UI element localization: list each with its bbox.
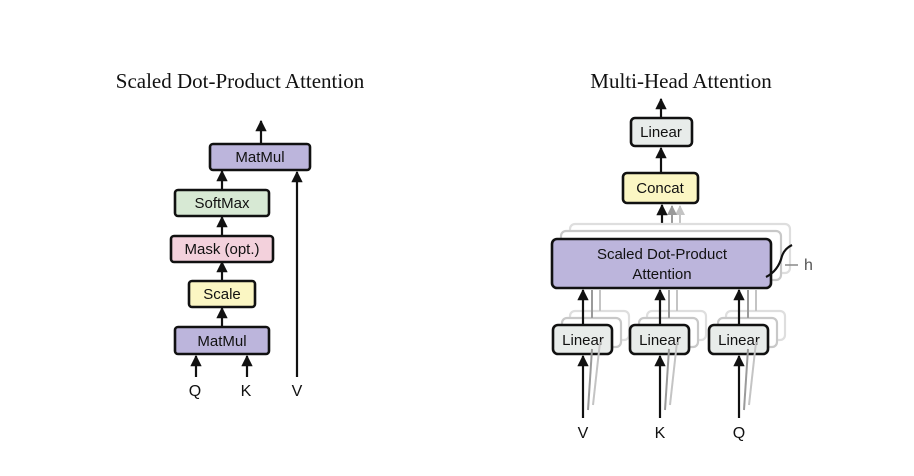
mask-box	[169, 234, 275, 264]
mha-input-v-label: V	[578, 425, 589, 442]
softmax-label: SoftMax	[194, 195, 250, 212]
linear-group-q: Linear	[707, 288, 787, 418]
softmax-box	[173, 188, 271, 218]
linear-k-box	[628, 323, 691, 356]
sdpa-panel: Scaled Dot-Product Attention MatMul Soft…	[116, 69, 365, 400]
linear-top-box	[629, 116, 694, 148]
concat-label: Concat	[636, 180, 684, 197]
heads-label: h	[804, 257, 813, 274]
input-v-label: V	[292, 383, 303, 400]
mha-panel: Multi-Head Attention Linear Concat Scale…	[550, 69, 813, 442]
v-ghost-input-1	[587, 348, 593, 411]
mha-input-k-label: K	[655, 425, 666, 442]
sdpa-box	[550, 237, 773, 290]
input-q-label: Q	[189, 383, 201, 400]
k-ghost-input-1	[664, 348, 670, 411]
scale-label: Scale	[203, 286, 241, 303]
mask-label: Mask (opt.)	[184, 241, 259, 258]
heads-brace	[765, 244, 793, 278]
q-ghost-input-2	[748, 341, 757, 406]
k-ghost-input-2	[669, 341, 678, 406]
v-ghost-input-2	[592, 341, 601, 406]
sdpa-label-line2: Attention	[632, 266, 691, 283]
linear-k-label: Linear	[639, 332, 681, 349]
linear-v-label: Linear	[562, 332, 604, 349]
linear-v-box	[551, 323, 614, 356]
linear-q-label: Linear	[718, 332, 760, 349]
sdpa-title: Scaled Dot-Product Attention	[116, 69, 365, 93]
matmul-bottom-box	[173, 325, 271, 356]
linear-q-box	[707, 323, 770, 356]
mha-input-q-label: Q	[733, 425, 745, 442]
input-k-label: K	[241, 383, 252, 400]
q-ghost-input-1	[743, 348, 749, 411]
scale-box	[187, 279, 257, 309]
linear-top-label: Linear	[640, 124, 682, 141]
sdpa-label-line1: Scaled Dot-Product	[597, 246, 728, 263]
mha-title: Multi-Head Attention	[590, 69, 772, 93]
matmul-bottom-label: MatMul	[197, 333, 246, 350]
matmul-top-label: MatMul	[235, 149, 284, 166]
linear-group-k: Linear	[628, 288, 708, 418]
concat-box	[621, 171, 700, 205]
linear-group-v: Linear	[551, 288, 631, 418]
matmul-top-box	[208, 142, 312, 172]
